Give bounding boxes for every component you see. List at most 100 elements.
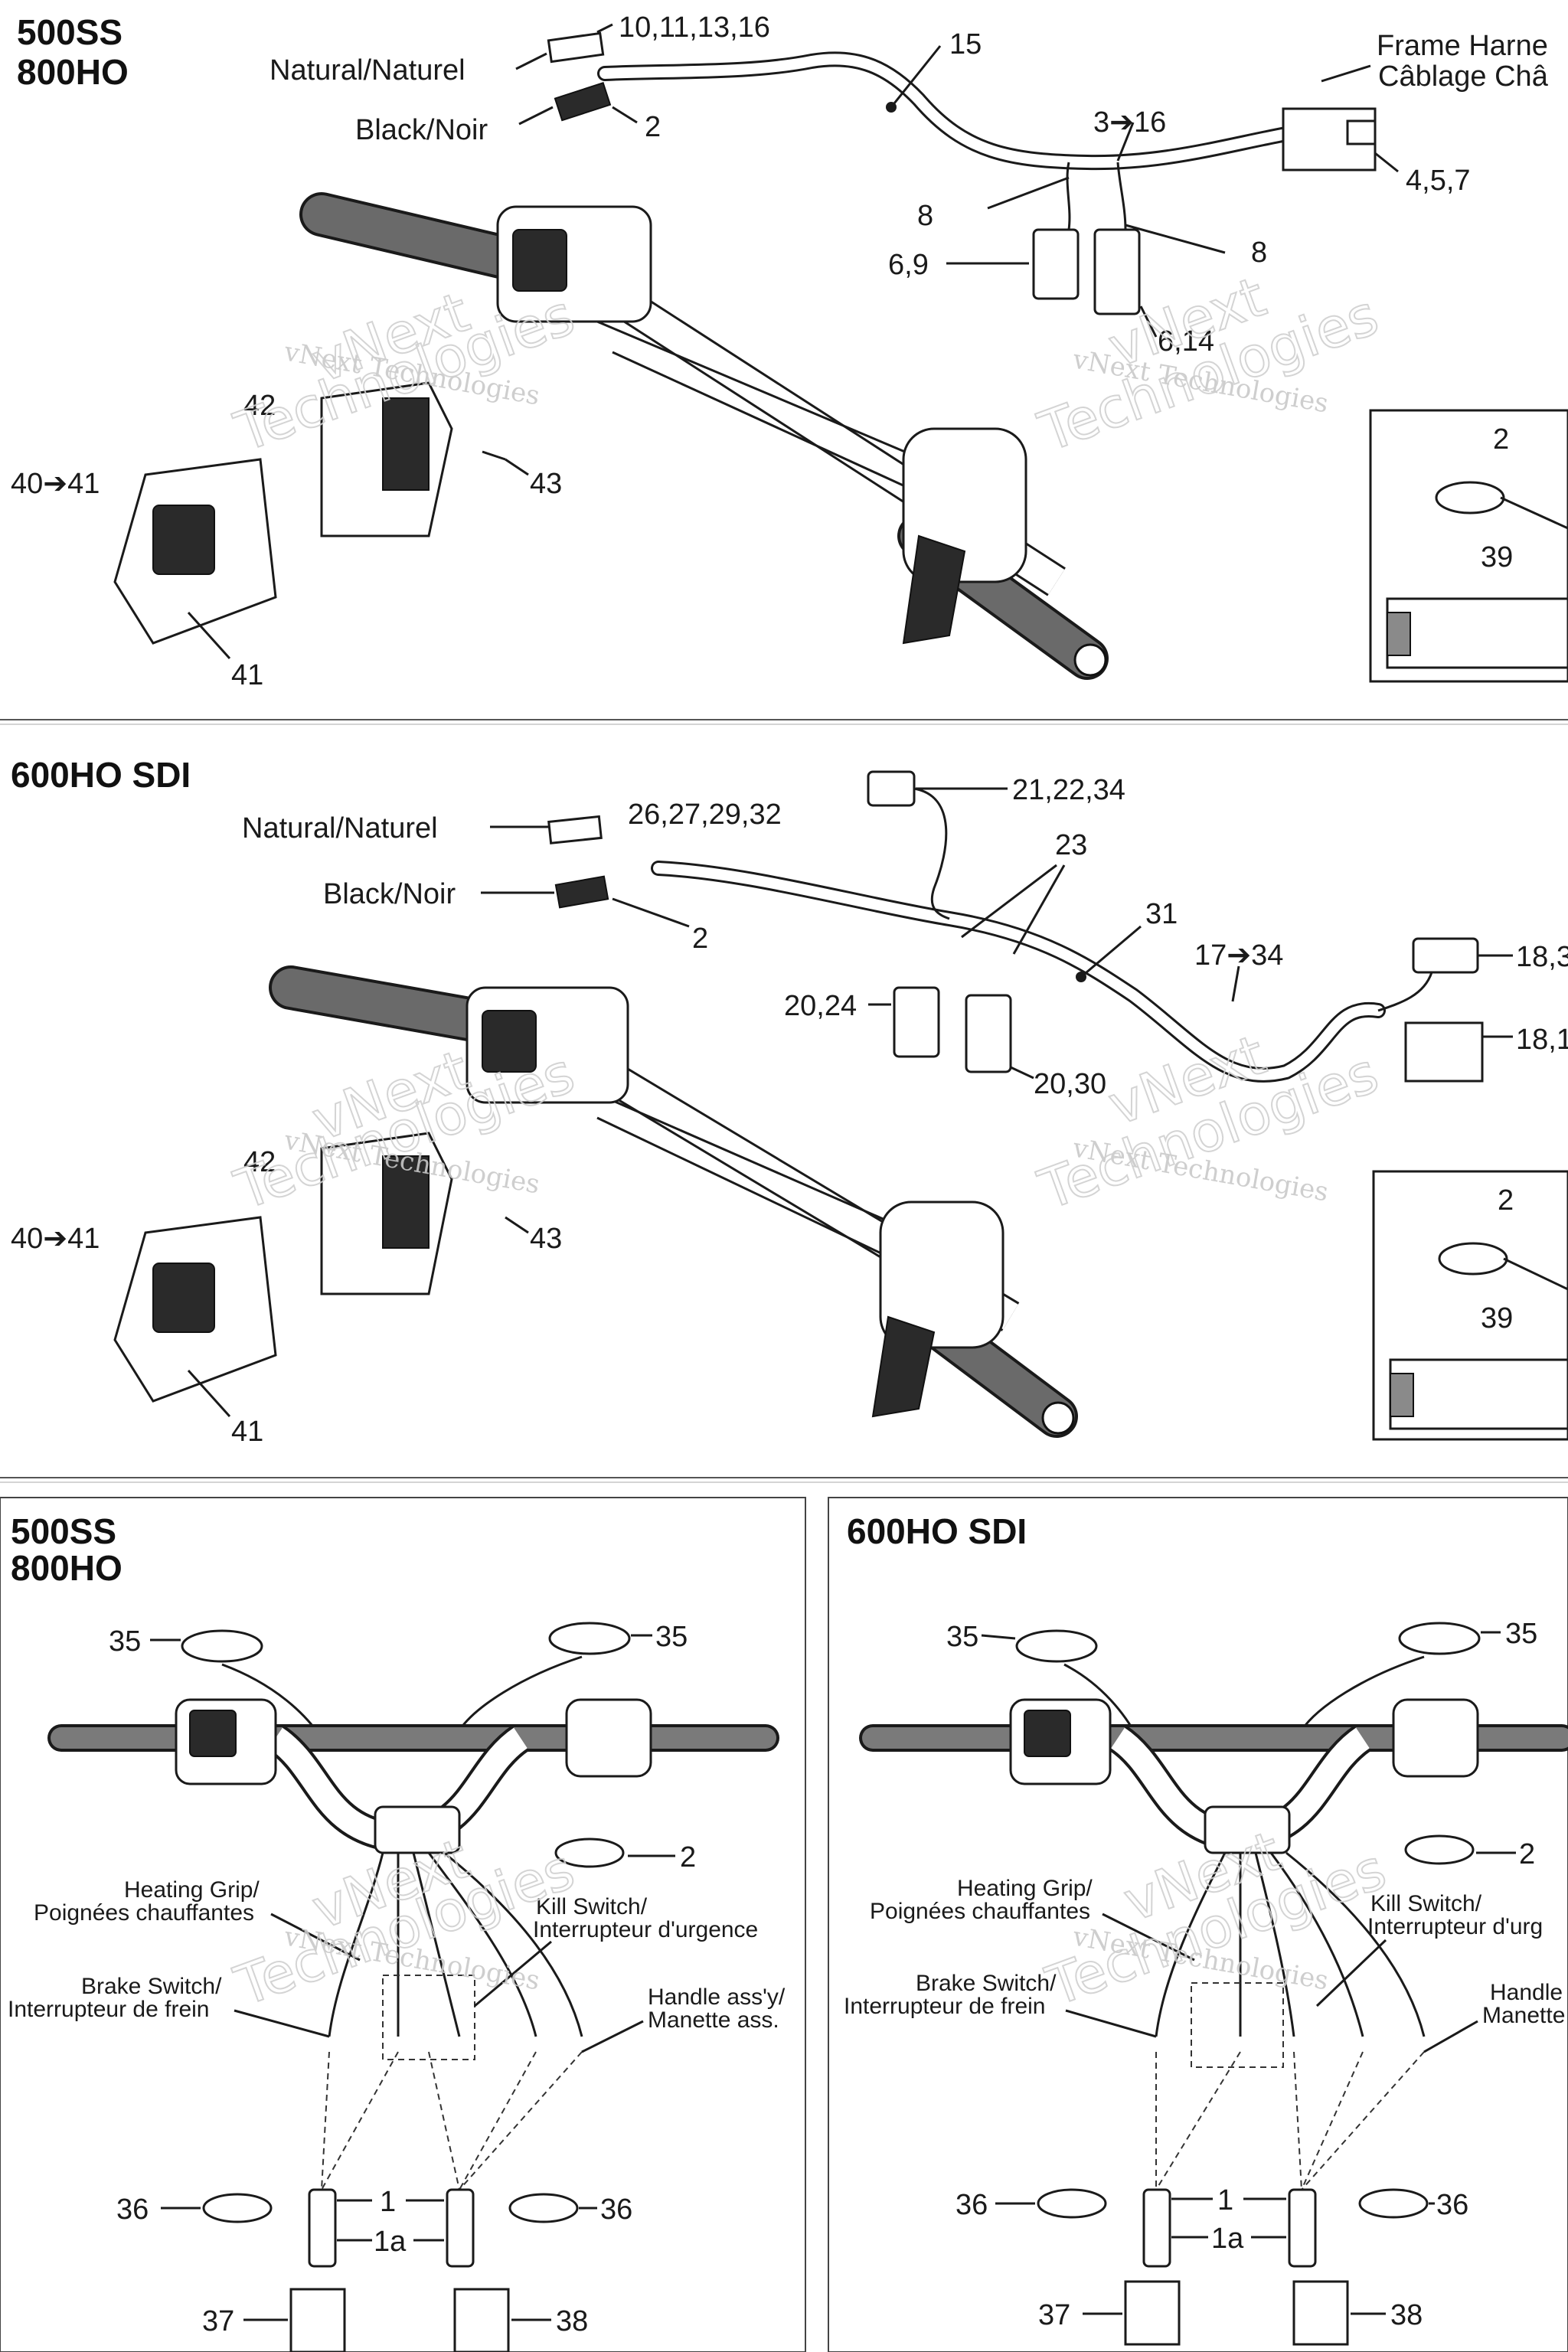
callout-15: 15 bbox=[949, 28, 982, 60]
label-kill-switch-1: Kill Switch/ bbox=[536, 1894, 648, 1919]
callout-36-b-bl: 36 bbox=[600, 2194, 632, 2226]
throttle-housing-mid bbox=[879, 1200, 1004, 1349]
label-heating-grip-1: Heating Grip/ bbox=[124, 1877, 260, 1903]
label-natural-mid: Natural/Naturel bbox=[242, 812, 438, 844]
cable-tie-2-br bbox=[1404, 1834, 1475, 1865]
cable-tie-35-left bbox=[181, 1629, 263, 1663]
callout-39: 39 bbox=[1481, 541, 1513, 573]
cable-tie-inset-top bbox=[1435, 481, 1505, 514]
black-connector-mid bbox=[554, 875, 609, 909]
callout-8-a: 8 bbox=[917, 200, 933, 232]
splice-1-left-bl bbox=[308, 2188, 337, 2268]
callout-18-a: 18,3 bbox=[1516, 941, 1568, 973]
throttle-lever-top bbox=[902, 534, 966, 645]
model-title-bl-1: 500SS bbox=[11, 1511, 116, 1551]
callout-43: 43 bbox=[530, 468, 562, 500]
grease-tube-top bbox=[1386, 597, 1568, 669]
callout-26-27-28-32: 2 bbox=[692, 923, 708, 955]
frame-harness-label-2: Câblage Châ bbox=[1378, 60, 1549, 93]
model-title-bl-2: 800HO bbox=[11, 1548, 122, 1588]
callout-2-br: 2 bbox=[1519, 1838, 1535, 1870]
throttle-br bbox=[1392, 1698, 1479, 1778]
callout-20-30: 20,30 bbox=[1034, 1068, 1106, 1100]
bottom-left-frame bbox=[0, 1497, 806, 2352]
cable-tie-36-left-br bbox=[1037, 2188, 1107, 2219]
callout-1a-br: 1a bbox=[1211, 2223, 1244, 2255]
connector-18-a bbox=[1412, 937, 1479, 974]
label-black-mid: Black/Noir bbox=[323, 878, 456, 910]
label-heating-grip-2: Poignées chauffantes bbox=[34, 1900, 254, 1926]
callout-1-br: 1 bbox=[1217, 2184, 1233, 2216]
cable-tie-36-left-bl bbox=[202, 2193, 273, 2223]
cable-tie-2-bl bbox=[554, 1838, 625, 1868]
callout-41-mid: 41 bbox=[231, 1416, 263, 1448]
callout-35-a-br: 35 bbox=[946, 1621, 978, 1653]
stem-clamp-br bbox=[1204, 1805, 1291, 1854]
callout-40-41: 40➔41 bbox=[11, 468, 100, 500]
label-handle-1-br: Handle bbox=[1490, 1980, 1563, 2005]
section-middle: 600HO SDI Natural/Naturel Black/Noir 26,… bbox=[11, 755, 1568, 1448]
connector-6-14 bbox=[1093, 228, 1141, 315]
label-kill-switch-2: Interrupteur d'urgence bbox=[533, 1917, 758, 1942]
label-natural: Natural/Naturel bbox=[270, 54, 466, 87]
callout-35-b: 35 bbox=[655, 1621, 688, 1653]
callout-31: 31 bbox=[1145, 898, 1178, 930]
callout-38-br: 38 bbox=[1390, 2299, 1423, 2331]
throttle-lever-mid bbox=[871, 1315, 936, 1418]
connector-20-30 bbox=[965, 994, 1012, 1073]
label-kill-switch-2-br: Interrupteur d'urg bbox=[1367, 1914, 1543, 1939]
cable-tie-35-left-br bbox=[1015, 1629, 1098, 1663]
connector-group-bl bbox=[382, 1975, 475, 2060]
callout-2: 2 bbox=[1493, 423, 1509, 456]
callout-42: 42 bbox=[243, 390, 276, 422]
callout-43-mid: 43 bbox=[530, 1223, 562, 1255]
connector-6-9 bbox=[1032, 228, 1080, 300]
callout-2-mid: 2 bbox=[1498, 1184, 1514, 1217]
cable-tie-35-right-br bbox=[1398, 1622, 1481, 1655]
callout-36-b-br: 36 bbox=[1436, 2189, 1468, 2221]
callout-4-5-7: 4,5,7 bbox=[1406, 165, 1471, 197]
callout-36-a-bl: 36 bbox=[116, 2194, 149, 2226]
cable-tie-inset-mid bbox=[1438, 1242, 1508, 1276]
callout-1-bl: 1 bbox=[380, 2186, 396, 2218]
stem-clamp-bl bbox=[374, 1805, 461, 1854]
model-title-2: 800HO bbox=[17, 52, 129, 92]
connector-38-bl bbox=[453, 2288, 510, 2352]
model-title-1: 500SS bbox=[17, 12, 122, 52]
label-brake-switch-1-br: Brake Switch/ bbox=[916, 1971, 1057, 1996]
label-black: Black/Noir bbox=[355, 114, 488, 146]
callout-37-bl: 37 bbox=[202, 2305, 234, 2337]
connector-37-br bbox=[1124, 2280, 1181, 2346]
callout-1a-bl: 1a bbox=[374, 2226, 407, 2258]
black-connector bbox=[554, 81, 612, 122]
connector-18-b bbox=[1404, 1021, 1484, 1083]
section-top: 500SS 800HO Natural/Naturel Black/Noir 1… bbox=[11, 11, 1568, 691]
callout-38-bl: 38 bbox=[556, 2305, 588, 2337]
cable-tie-35-right bbox=[548, 1622, 631, 1655]
label-handle-2-br: Manette bbox=[1482, 2003, 1565, 2028]
throttle-bl bbox=[565, 1698, 652, 1778]
callout-35-b-br: 35 bbox=[1505, 1618, 1537, 1650]
label-handle-assy-2: Manette ass. bbox=[648, 2007, 779, 2033]
grease-tube-mid bbox=[1389, 1358, 1568, 1430]
label-heating-grip-1-br: Heating Grip/ bbox=[957, 1876, 1093, 1901]
callout-6-9: 6,9 bbox=[888, 249, 929, 281]
callout-23: 23 bbox=[1055, 829, 1087, 861]
connector-38-br bbox=[1292, 2280, 1349, 2346]
natural-connector-mid bbox=[547, 815, 603, 844]
callout-35-a: 35 bbox=[109, 1625, 141, 1658]
splice-1-right-bl bbox=[446, 2188, 475, 2268]
connector-21-22-34 bbox=[867, 770, 916, 807]
model-title-br: 600HO SDI bbox=[847, 1511, 1027, 1551]
callout-40-41-mid: 40➔41 bbox=[11, 1223, 100, 1255]
handlebar-assembly-mid bbox=[269, 965, 1078, 1438]
callout-6-14: 6,14 bbox=[1158, 325, 1214, 358]
cable-tie-36-right-br bbox=[1358, 2188, 1429, 2219]
cable-tie-36-right-bl bbox=[508, 2193, 579, 2223]
callout-3-16: 3➔16 bbox=[1093, 106, 1166, 139]
callout-17-34: 17➔34 bbox=[1194, 939, 1283, 972]
connector-37-bl bbox=[289, 2288, 346, 2352]
label-brake-switch-1: Brake Switch/ bbox=[81, 1974, 222, 1999]
callout-26-27-29-32: 26,27,29,32 bbox=[628, 799, 782, 831]
